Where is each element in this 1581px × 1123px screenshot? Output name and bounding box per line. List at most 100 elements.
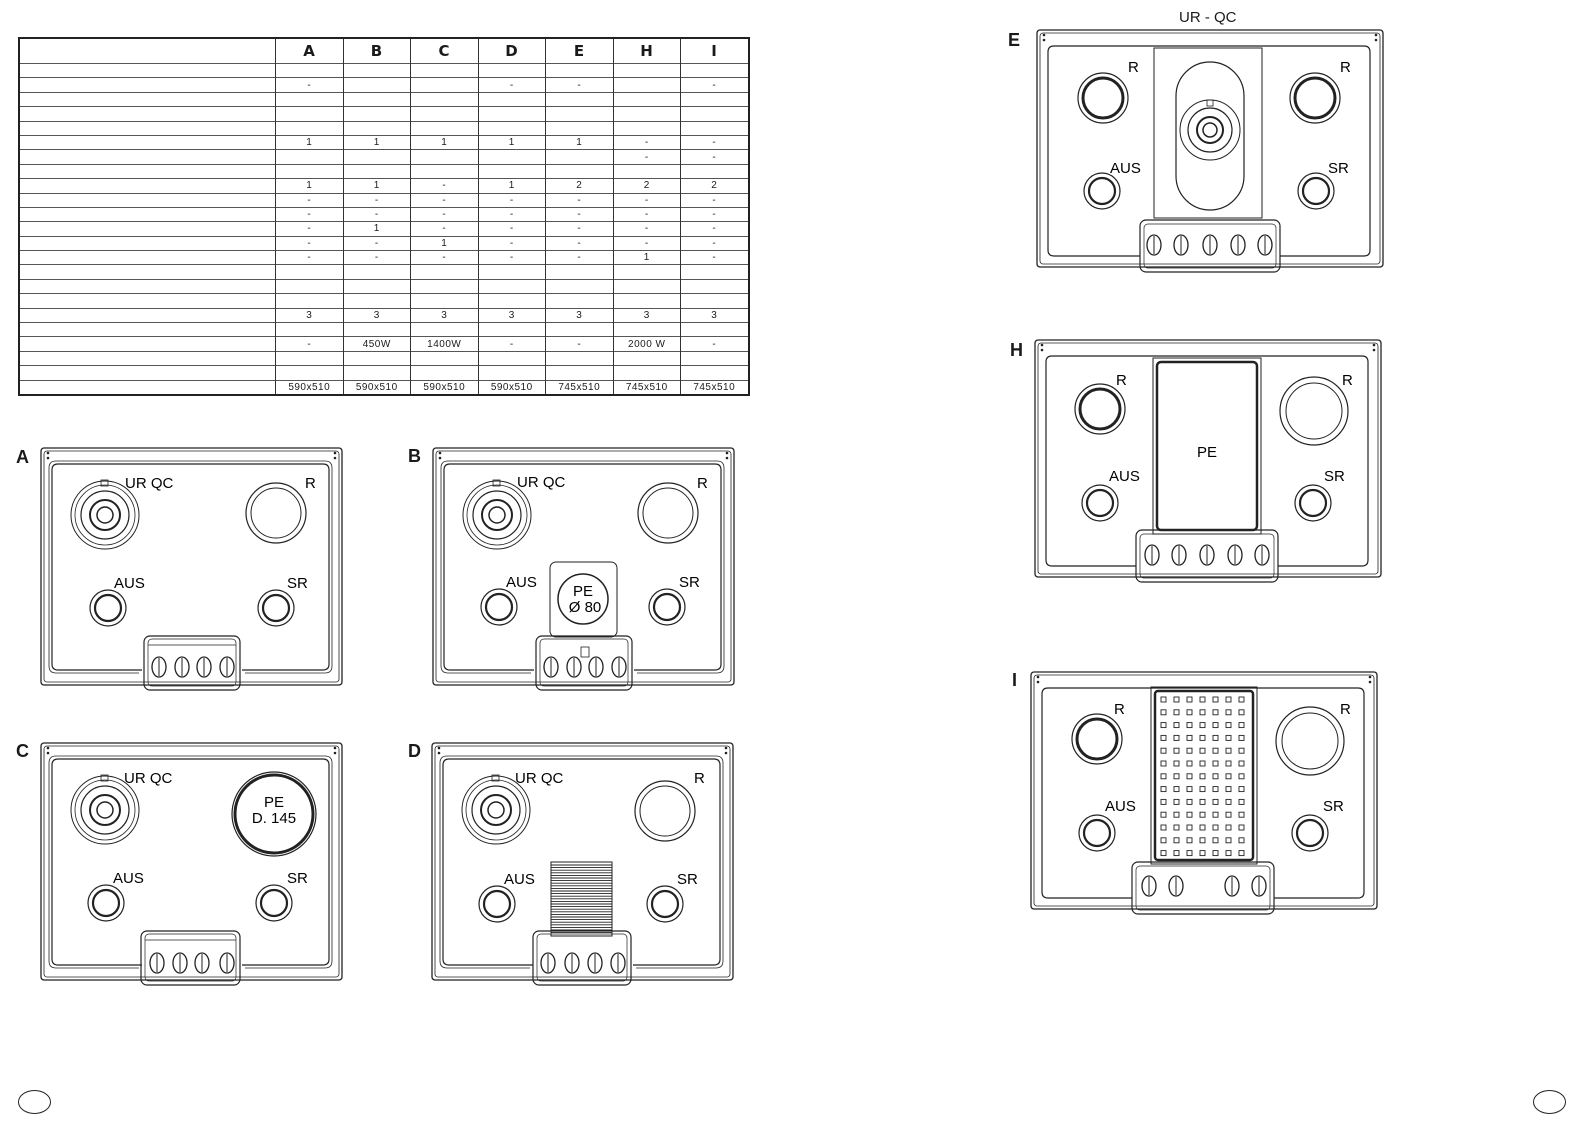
label-pe: PE xyxy=(1197,444,1217,461)
table-cell xyxy=(612,351,681,366)
table-cell: 590x510 xyxy=(342,380,411,395)
table-cell xyxy=(410,63,478,78)
table-cell xyxy=(545,365,613,381)
table-cell: 1 xyxy=(477,178,546,194)
table-cell xyxy=(545,149,613,165)
table-cell: - xyxy=(275,77,343,93)
table-cell: - xyxy=(410,207,478,222)
hob-e-caption: UR - QC xyxy=(1179,9,1237,26)
burner-ur-qc xyxy=(461,774,531,845)
table-cell xyxy=(612,63,681,78)
table-row xyxy=(19,365,749,381)
table-row xyxy=(19,63,749,78)
control-knob xyxy=(1202,234,1218,256)
table-cell: 1 xyxy=(342,135,411,150)
table-cell: 2000 W xyxy=(612,336,681,352)
table-cell: - xyxy=(342,236,411,251)
burner-aus xyxy=(480,588,518,626)
table-cell: - xyxy=(680,193,749,208)
table-cell: - xyxy=(545,236,613,251)
table-cell xyxy=(545,264,613,280)
table-cell xyxy=(545,121,613,136)
table-cell xyxy=(477,106,546,122)
burner-ur-qc xyxy=(462,479,532,550)
control-knob xyxy=(1251,875,1267,897)
table-cell: - xyxy=(612,236,681,251)
table-cell: - xyxy=(545,250,613,265)
burner-aus xyxy=(1078,814,1116,852)
control-knob xyxy=(543,656,559,678)
control-knob xyxy=(1257,234,1273,256)
table-row: -- xyxy=(19,149,749,165)
control-knob xyxy=(611,656,627,678)
column-header-c: C xyxy=(410,38,478,64)
table-cell xyxy=(275,293,343,309)
table-row: ---- xyxy=(19,77,749,93)
hob-letter-h: H xyxy=(1010,340,1023,360)
burner-ur-qc xyxy=(1179,99,1241,161)
burner-sr xyxy=(646,885,684,923)
label-aus: AUS xyxy=(114,575,145,592)
table-cell xyxy=(410,106,478,122)
label-pe: PE xyxy=(264,794,284,811)
table-cell: 3 xyxy=(477,308,546,323)
table-cell xyxy=(275,279,343,294)
table-cell xyxy=(410,293,478,309)
table-cell xyxy=(342,322,411,337)
table-cell xyxy=(477,322,546,337)
burner-aus xyxy=(87,884,125,922)
label-pe: PE xyxy=(573,583,593,600)
table-cell: - xyxy=(680,336,749,352)
table-cell xyxy=(275,92,343,107)
table-cell: - xyxy=(477,77,546,93)
table-cell xyxy=(342,351,411,366)
label-ur-qc: UR QC xyxy=(517,474,566,491)
table-cell xyxy=(612,121,681,136)
control-knob xyxy=(1230,234,1246,256)
label-sr: SR xyxy=(677,871,698,888)
row-label xyxy=(19,337,276,351)
hob-diagram-d: UR QC R AUS SR xyxy=(431,742,734,986)
table-cell xyxy=(342,293,411,309)
table-cell: - xyxy=(545,207,613,222)
table-cell xyxy=(275,106,343,122)
table-row xyxy=(19,92,749,107)
label-aus: AUS xyxy=(1110,160,1141,177)
label-pe-size: D. 145 xyxy=(252,810,296,827)
burner-r xyxy=(637,482,699,544)
label-r: R xyxy=(694,770,705,787)
table-cell xyxy=(680,365,749,381)
row-label xyxy=(19,294,276,308)
table-cell xyxy=(545,351,613,366)
control-knob xyxy=(219,952,235,974)
table-cell: - xyxy=(275,221,343,237)
table-cell xyxy=(410,279,478,294)
control-knob xyxy=(587,952,603,974)
table-cell xyxy=(545,63,613,78)
table-cell: 1 xyxy=(612,250,681,265)
burner-aus xyxy=(1083,172,1121,210)
burner-r xyxy=(245,482,307,544)
table-cell: - xyxy=(680,207,749,222)
row-label xyxy=(19,164,276,178)
table-cell xyxy=(410,264,478,280)
control-knob xyxy=(196,656,212,678)
table-cell xyxy=(545,279,613,294)
row-label xyxy=(19,107,276,121)
label-ur-qc: UR QC xyxy=(124,770,173,787)
row-label xyxy=(19,207,276,221)
table-cell: 590x510 xyxy=(275,380,343,395)
row-label xyxy=(19,251,276,265)
table-cell xyxy=(275,63,343,78)
table-row xyxy=(19,106,749,122)
row-label xyxy=(19,135,276,149)
table-cell xyxy=(680,279,749,294)
table-cell: - xyxy=(612,149,681,165)
control-knob xyxy=(1144,544,1160,566)
burner-r xyxy=(1289,72,1341,124)
